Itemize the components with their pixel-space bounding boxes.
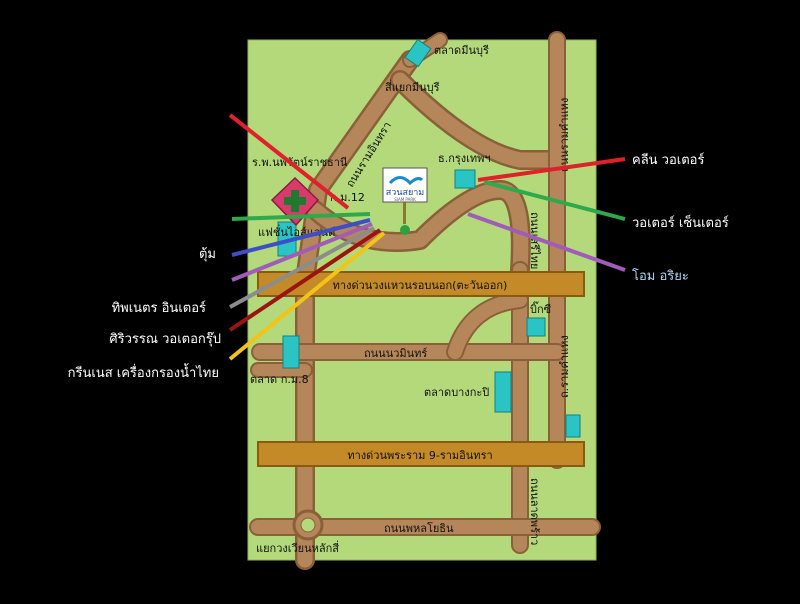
callout-label-siriwan: ศิริวรรณ วอเตอกรุ๊ป: [109, 332, 221, 347]
label-roundabout: แยกวงเวียนหลักสี่: [256, 540, 339, 555]
callout-label-greenness: กรีนเนส เครื่องกรองน้ำไทย: [68, 363, 219, 381]
logo-text: สวนสยาม: [386, 188, 425, 198]
logo-subtext: SIAM PARK: [394, 197, 416, 202]
label-bangkapi: ตลาดบางกะปิ: [424, 386, 489, 399]
callout-label-om-ariya: โอม อริยะ: [632, 268, 689, 284]
km8-market-marker: [282, 335, 300, 369]
label-bank: ธ.กรุงเทพฯ: [438, 152, 491, 165]
callout-line-green-left: [231, 212, 371, 221]
callout-line-grey: [229, 226, 375, 309]
callout-lines: [228, 113, 626, 361]
label-tesco: บิ๊กซี: [530, 301, 552, 316]
outer-ring-label: ทางด่วนวงแหวนรอบนอก(ตะวันออก): [333, 279, 508, 292]
label-phahonyothin: ถนนพหลโยธิน: [384, 521, 454, 535]
bank-marker: [454, 169, 476, 189]
callout-label-clean-water: คลีน วอเตอร์: [632, 152, 704, 168]
bangkapi-market-marker: [494, 371, 512, 413]
label-nawamin: ถนนนวมินทร์: [364, 347, 427, 360]
label-junction: สี่แยกมีนบุรี: [385, 79, 440, 94]
label-ramkhamhaeng-right: ถ.รามคำแหง: [558, 335, 571, 398]
callout-line-red-left: [228, 113, 350, 210]
siam-park-logo: สวนสยาม SIAM PARK: [382, 167, 428, 235]
siam-park-pin: [400, 225, 410, 235]
right-marker: [565, 414, 581, 438]
callout-line-yellow: [228, 231, 386, 361]
label-lat-phrao: ถนนลาดพร้าว: [528, 478, 541, 545]
rama9-label: ทางด่วนพระราม 9-รามอินทรา: [347, 449, 492, 462]
callout-line-darkred: [228, 228, 382, 332]
label-ramkhamhaeng: ถนนรามคำแหง: [558, 98, 571, 172]
callout-line-purple-left: [231, 222, 373, 282]
road-network: [249, 31, 601, 570]
callout-labels: ตุ้ม ทิพเนตร อินเตอร์ ศิริวรรณ วอเตอกรุ๊…: [68, 152, 729, 381]
callout-line-blue: [231, 218, 371, 257]
callout-line-green-right: [483, 180, 626, 221]
tesco-marker: [526, 317, 546, 337]
callout-label-water-center: วอเตอร์ เซ็นเตอร์: [632, 213, 729, 231]
callout-label-thipnet: ทิพเนตร อินเตอร์: [112, 300, 206, 316]
label-seri-thai: ถนนเสรีไทย: [528, 212, 541, 269]
callout-line-red-right: [477, 157, 626, 182]
label-hospital: ร.พ.นพรัตน์ราชธานี: [252, 156, 348, 169]
label-km8: ตลาด ก.ม.8: [250, 373, 309, 386]
label-market: ตลาดมีนบุรี: [434, 44, 489, 57]
callout-line-purple-right: [467, 212, 626, 272]
callout-label-tum: ตุ้ม: [199, 247, 216, 262]
market-marker: [404, 38, 432, 68]
landmarks: [270, 38, 581, 438]
rama9-expressway: [257, 441, 585, 467]
